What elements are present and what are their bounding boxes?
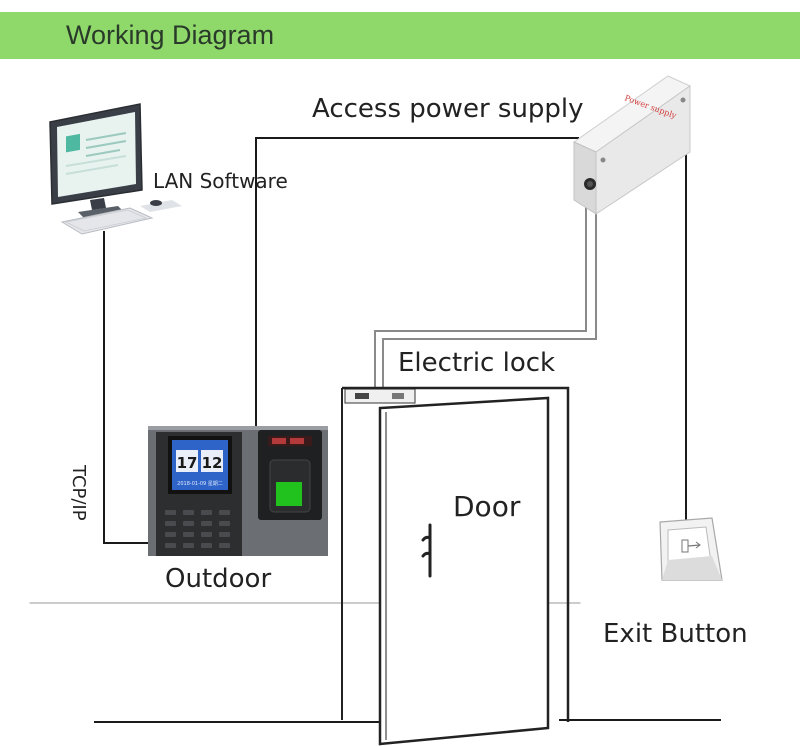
- computer-icon: [49, 103, 182, 235]
- terminal-date: 2018-01-09 星期二: [177, 481, 223, 487]
- power-supply-label: Access power supply: [312, 94, 584, 124]
- power-supply-box: Power supply: [572, 75, 692, 215]
- tcp-ip-label: TCP/IP: [68, 464, 89, 521]
- title-banner: Working Diagram: [0, 12, 800, 59]
- electric-lock: [344, 388, 416, 404]
- power-wire-terminal: [255, 137, 579, 427]
- fingerprint-sensor: [276, 482, 302, 506]
- exit-button-label: Exit Button: [603, 619, 748, 649]
- door-label: Door: [453, 490, 521, 523]
- outdoor-label: Outdoor: [165, 564, 271, 594]
- terminal-clock-minute: 12: [202, 454, 223, 472]
- electric-lock-label: Electric lock: [398, 348, 555, 378]
- lock-wire-outer: [374, 185, 587, 393]
- page-title: Working Diagram: [66, 20, 275, 50]
- access-terminal: 17 12 2018-01-09 星期二: [148, 426, 328, 556]
- lock-wire-inner: [382, 185, 597, 393]
- terminal-clock-hour: 17: [177, 454, 198, 472]
- lan-software-label: LAN Software: [153, 169, 288, 193]
- door-handle: [421, 523, 432, 578]
- tcp-ip-wire: [103, 231, 149, 544]
- exit-button-wire: [664, 149, 687, 523]
- terminal-keypad: [165, 510, 230, 548]
- exit-button-icon: [659, 517, 723, 581]
- door: [341, 386, 570, 746]
